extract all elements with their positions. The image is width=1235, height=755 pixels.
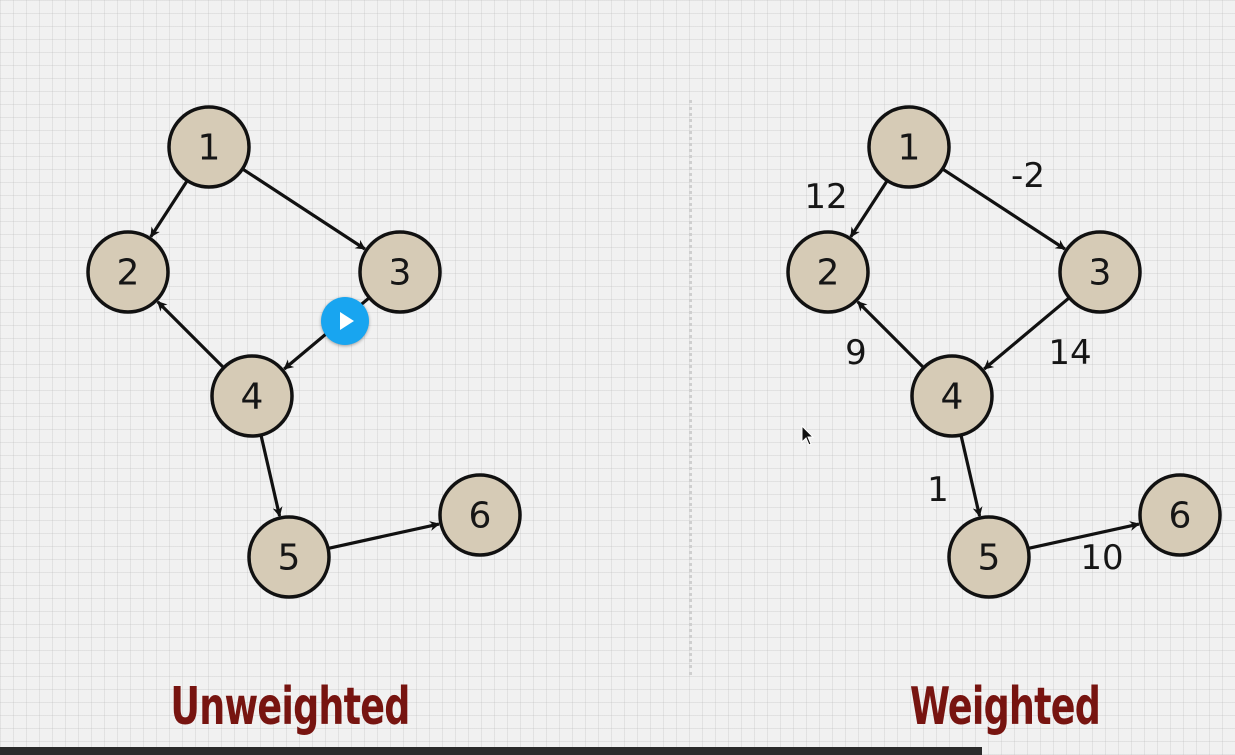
weighted-node-circle-5 — [947, 515, 1031, 599]
unweighted-edge-4-5 — [259, 434, 283, 518]
mouse-cursor-icon — [801, 425, 815, 446]
weighted-node-circle-4 — [910, 354, 994, 438]
weighted-edge-weight-4-5: 1 — [927, 470, 949, 510]
weighted-node-6: 6 — [1138, 473, 1222, 557]
weighted-node-2: 2 — [786, 230, 870, 314]
unweighted-node-circle-5 — [247, 515, 331, 599]
unweighted-node-label-3: 3 — [389, 253, 412, 294]
unweighted-node-3: 3 — [358, 230, 442, 314]
unweighted-edge-1-3 — [241, 167, 366, 251]
weighted-node-circle-3 — [1058, 230, 1142, 314]
weighted-edge-5-6 — [1027, 521, 1140, 550]
weighted-edge-weight-1-3: -2 — [1011, 156, 1045, 196]
unweighted-edge-5-6 — [327, 521, 440, 550]
weighted-node-1: 1 — [867, 105, 951, 189]
unweighted-node-circle-2 — [86, 230, 170, 314]
weighted-node-circle-2 — [786, 230, 870, 314]
unweighted-node-circle-1 — [167, 105, 251, 189]
unweighted-node-4: 4 — [210, 354, 294, 438]
unweighted-caption: Unweighted — [170, 677, 410, 737]
unweighted-node-2: 2 — [86, 230, 170, 314]
unweighted-node-label-4: 4 — [241, 377, 264, 418]
weighted-node-label-6: 6 — [1169, 496, 1192, 537]
weighted-edge-weight-1-2: 12 — [804, 177, 847, 217]
weighted-node-label-2: 2 — [817, 253, 840, 294]
weighted-node-circle-1 — [867, 105, 951, 189]
unweighted-node-label-2: 2 — [117, 253, 140, 294]
weighted-edge-3-4 — [983, 296, 1071, 371]
unweighted-node-label-1: 1 — [198, 128, 221, 169]
unweighted-node-6: 6 — [438, 473, 522, 557]
panel-divider — [689, 100, 692, 675]
unweighted-node-label-5: 5 — [278, 538, 301, 579]
weighted-edge-weight-4-2: 9 — [845, 333, 867, 373]
unweighted-node-circle-4 — [210, 354, 294, 438]
weighted-edge-1-3 — [941, 167, 1066, 251]
weighted-node-label-4: 4 — [941, 377, 964, 418]
unweighted-node-1: 1 — [167, 105, 251, 189]
unweighted-edge-1-2 — [149, 179, 189, 238]
weighted-edge-4-2 — [856, 300, 925, 369]
play-button[interactable] — [321, 297, 369, 345]
video-progress-bar[interactable] — [0, 747, 982, 755]
weighted-edge-weight-3-4: 14 — [1048, 333, 1091, 373]
weighted-caption: Weighted — [909, 677, 1101, 737]
weighted-node-5: 5 — [947, 515, 1031, 599]
unweighted-node-circle-6 — [438, 473, 522, 557]
unweighted-edge-4-2 — [156, 300, 225, 369]
weighted-node-label-1: 1 — [898, 128, 921, 169]
play-icon — [340, 312, 354, 330]
weighted-edge-weight-5-6: 10 — [1080, 538, 1123, 578]
weighted-node-circle-6 — [1138, 473, 1222, 557]
weighted-node-4: 4 — [910, 354, 994, 438]
unweighted-node-5: 5 — [247, 515, 331, 599]
weighted-node-3: 3 — [1058, 230, 1142, 314]
unweighted-node-circle-3 — [358, 230, 442, 314]
weighted-edge-4-5 — [959, 434, 983, 518]
weighted-node-label-5: 5 — [978, 538, 1001, 579]
weighted-edge-1-2 — [849, 179, 889, 238]
unweighted-node-label-6: 6 — [469, 496, 492, 537]
weighted-node-label-3: 3 — [1089, 253, 1112, 294]
